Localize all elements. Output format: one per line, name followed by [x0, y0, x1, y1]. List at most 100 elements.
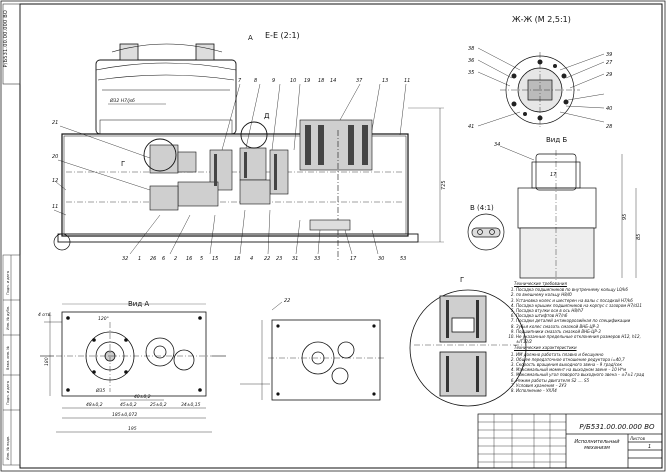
callout-number: 5 [200, 256, 203, 262]
drawing-line [239, 147, 267, 181]
dim-a5: 34±0,15 [181, 402, 201, 408]
view-v [467, 213, 505, 251]
drawing-line [372, 392, 376, 396]
drawing-line [511, 73, 517, 79]
callout-number: 7 [238, 78, 242, 84]
drawing-line [337, 341, 355, 359]
callout-number: 29 [606, 72, 612, 78]
drawing-line [476, 356, 479, 392]
callout-number: 22 [264, 256, 270, 262]
drawing-line [446, 300, 449, 338]
drawing-line [245, 83, 261, 149]
drawing-line [523, 112, 527, 116]
callout-number: 11 [52, 204, 58, 210]
stamp-label: Взам. инв. № [6, 346, 10, 370]
drawing-line [489, 229, 495, 235]
drawing-line: А Е-Е (2:1) Ø32 H7/js6 725 Г Д [109, 31, 447, 190]
title-block-code: Р/Б531.00.00.000 ВО [579, 423, 655, 431]
drawing-line [569, 73, 605, 89]
callout-number: 20 [52, 154, 58, 160]
view-v-title: В (4:1) [470, 204, 494, 212]
callout-number: 31 [292, 256, 298, 262]
callout-number: 41 [468, 124, 474, 130]
drawing-line [97, 74, 235, 81]
drawing-line [276, 324, 280, 328]
drawing-line [129, 214, 161, 255]
drawing-line [145, 337, 175, 367]
view-a [40, 303, 226, 433]
callout-number: 4 [250, 256, 253, 262]
drawing-line [477, 47, 521, 71]
tech-req-list: Посадка подшипников по внутреннему кольц… [508, 287, 658, 344]
dim-a3: 25±0,2 [150, 402, 167, 408]
drawing-line [267, 209, 271, 255]
view-a-title: Вид А [128, 300, 149, 308]
drawing-line [467, 213, 505, 251]
side-stamp-labels: Подп. и дата Инв. № дубл. Взам. инв. № П… [6, 271, 10, 460]
stamp-label: Подп. и дата [6, 271, 10, 295]
drawing-line [559, 53, 605, 71]
callout-number: 19 [304, 78, 310, 84]
drawing-line [214, 154, 217, 186]
callout-number: 35 [468, 70, 474, 76]
callout-number: 12 [52, 178, 58, 184]
drawing-line [149, 144, 179, 174]
tech-req-item: Посадка крышек подшипников на корпус с з… [516, 303, 658, 308]
callout-number: 13 [382, 78, 388, 84]
drawing-line [299, 119, 373, 171]
stamp-label: Инв. № подл. [6, 436, 10, 460]
drawing-line [95, 59, 237, 135]
callout-number: 18 [318, 78, 324, 84]
drawing-line [244, 152, 247, 178]
drawing-line [119, 43, 139, 61]
drawing-line [477, 111, 521, 127]
tech-char-item: Максимальный угол поворота выходного зве… [516, 372, 658, 377]
drawing-line [195, 43, 215, 61]
detail-g-marker: Г [121, 160, 125, 168]
tech-req-title: Технические требования [514, 281, 567, 286]
drawing-line [276, 324, 376, 396]
drawing-line [57, 159, 151, 191]
section-ee-title: Е-Е (2:1) [265, 31, 300, 40]
drawing-line [318, 125, 324, 165]
drawing-line [565, 61, 605, 79]
drawing-line [305, 125, 311, 165]
callout-number: 1 [138, 256, 141, 262]
drawing-line [269, 149, 289, 195]
drawing-line: Г [460, 276, 464, 284]
section-zz-view [477, 47, 605, 128]
drawing-line [53, 83, 407, 255]
tech-char-item: Максимальный момент на выходном звене – … [516, 367, 658, 372]
callout-number: 36 [468, 58, 474, 64]
drawing-line [371, 229, 379, 255]
callout-number: 28 [606, 124, 612, 130]
main-callouts: 21 20 12 11 32 1 26 6 2 16 5 15 18 4 22 … [52, 78, 410, 262]
drawing-line [409, 289, 527, 407]
callout-number: 6 [162, 256, 165, 262]
drawing-line [173, 349, 195, 371]
drawing-line [563, 99, 569, 105]
drawing-line [177, 151, 197, 173]
drawing-line [66, 316, 70, 320]
tech-req-item: Зубья колес смазать смазкой ВНБ-ЦР-3 [516, 324, 658, 329]
drawing-line [61, 311, 207, 397]
drawing-line: В (4:1) [470, 204, 494, 212]
side-view [240, 301, 384, 401]
callout-number: 9 [272, 78, 275, 84]
main-height-dim: 725 [441, 180, 447, 190]
side-stamp-strip [2, 254, 21, 466]
drawing-line [477, 59, 513, 79]
tech-req-item: Посадка втулки оси в ось H8/h7 [516, 308, 658, 313]
drawing-line [451, 317, 475, 333]
callout-number: 10 [290, 78, 296, 84]
callout-number: 15 [212, 256, 218, 262]
drawing-line [511, 101, 517, 107]
drawing-line [517, 187, 597, 229]
drawing-line [348, 125, 354, 165]
callout-number: 17 [350, 256, 357, 262]
tech-req-item: Посадка штифтов H7/n6 [516, 313, 658, 318]
detail-d-marker: Д [264, 112, 270, 120]
drawing-line [561, 73, 567, 79]
